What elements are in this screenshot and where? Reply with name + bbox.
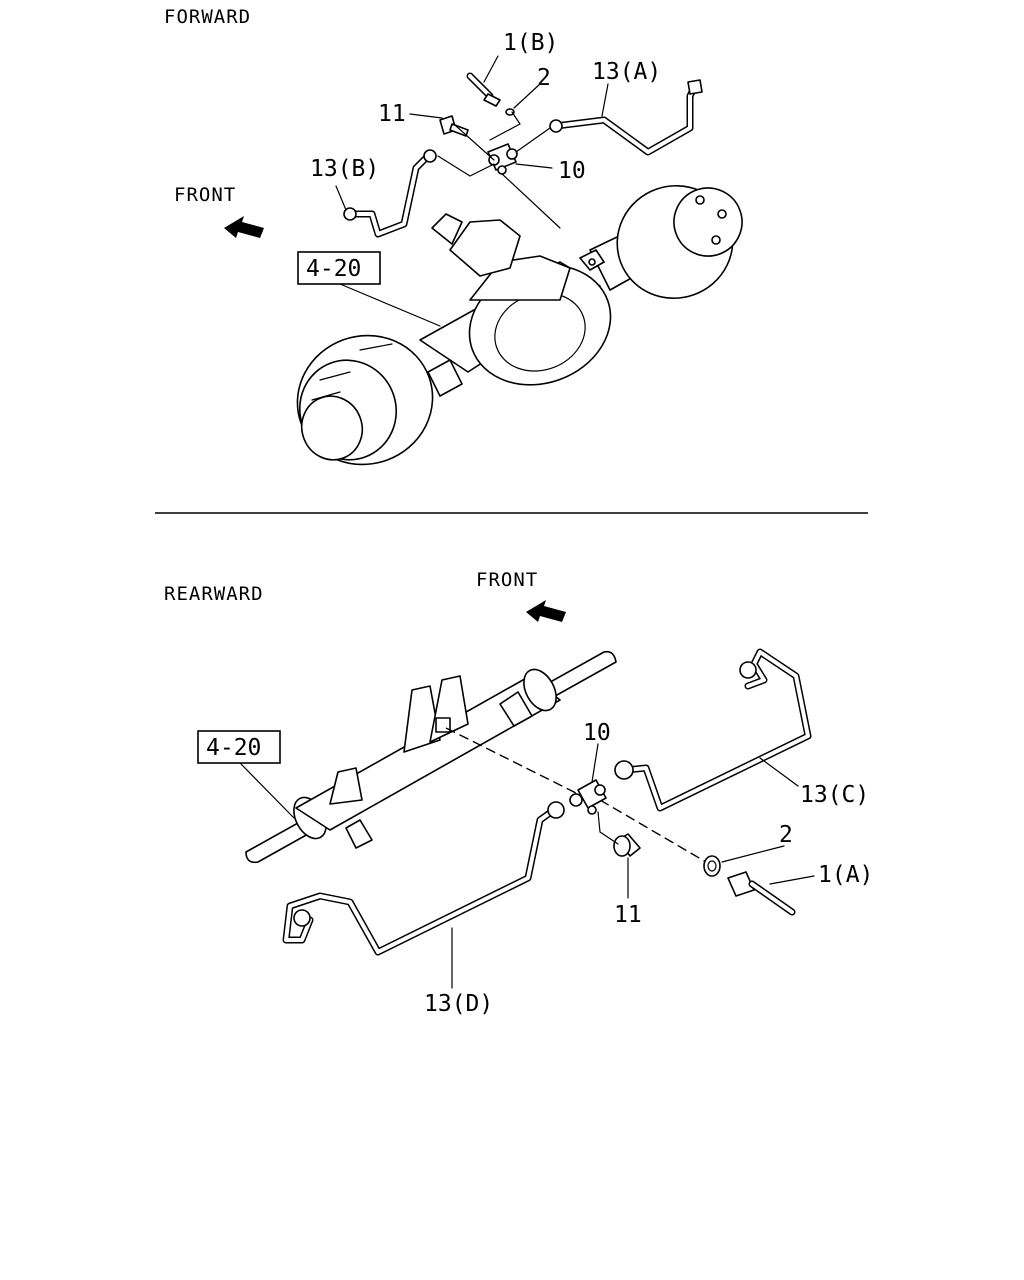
rearward-three-way-joint [569,779,607,815]
forward-flex-hose [466,72,501,107]
rearward-callout-13d: 13(D) [424,991,493,1017]
rearward-ref-label: 4-20 [206,735,261,761]
rearward-washer [703,855,721,877]
forward-callout-11: 11 [378,101,406,127]
rearward-ref-box [197,730,281,764]
rearward-callout-13c: 13(C) [800,782,869,808]
forward-callout-13a: 13(A) [592,59,661,85]
rearward-callout-10: 10 [583,720,611,746]
rearward-pipe-13c [614,648,812,812]
forward-ref-leader [339,283,441,327]
forward-washer-link [489,111,521,141]
rearward-axle-housing [245,650,617,864]
forward-13b-link [437,155,495,177]
forward-pipe-13a [549,79,703,156]
forward-callout-13b: 13(B) [310,156,379,182]
forward-section: FORWARD FRONT 4-20 [164,6,743,466]
forward-13a-link [515,127,551,153]
rearward-title: REARWARD [164,583,264,605]
forward-mount-leader [499,171,561,229]
forward-title: FORWARD [164,6,251,28]
rearward-callout-11: 11 [614,902,642,928]
rearward-pipe-13d [282,801,565,956]
forward-11-link [455,125,495,161]
rearward-washer-dash [599,799,707,863]
forward-ref-box [297,251,381,285]
forward-ref-label: 4-20 [306,256,361,282]
rearward-callout-1a: 1(A) [818,862,873,888]
forward-washer [505,108,515,116]
rearward-mount-dash [445,727,587,799]
rearward-bolt-11 [613,833,641,857]
rearward-front-label: FRONT [476,569,538,591]
front-arrow-icon [224,216,264,238]
rearward-ref-leader [239,762,295,819]
rearward-flex-hose [727,871,796,916]
rearward-section: REARWARD FRONT 4-20 [164,569,873,1017]
rearward-callout-2: 2 [779,822,793,848]
forward-pipe-13b [343,149,437,238]
forward-callout-2: 2 [537,65,551,91]
forward-axle-housing [296,184,743,466]
rearward-11-link [597,811,619,845]
forward-callout-1b: 1(B) [503,30,558,56]
rear-front-arrow-icon [526,600,566,622]
forward-front-label: FRONT [174,184,236,206]
forward-callout-10: 10 [558,158,586,184]
